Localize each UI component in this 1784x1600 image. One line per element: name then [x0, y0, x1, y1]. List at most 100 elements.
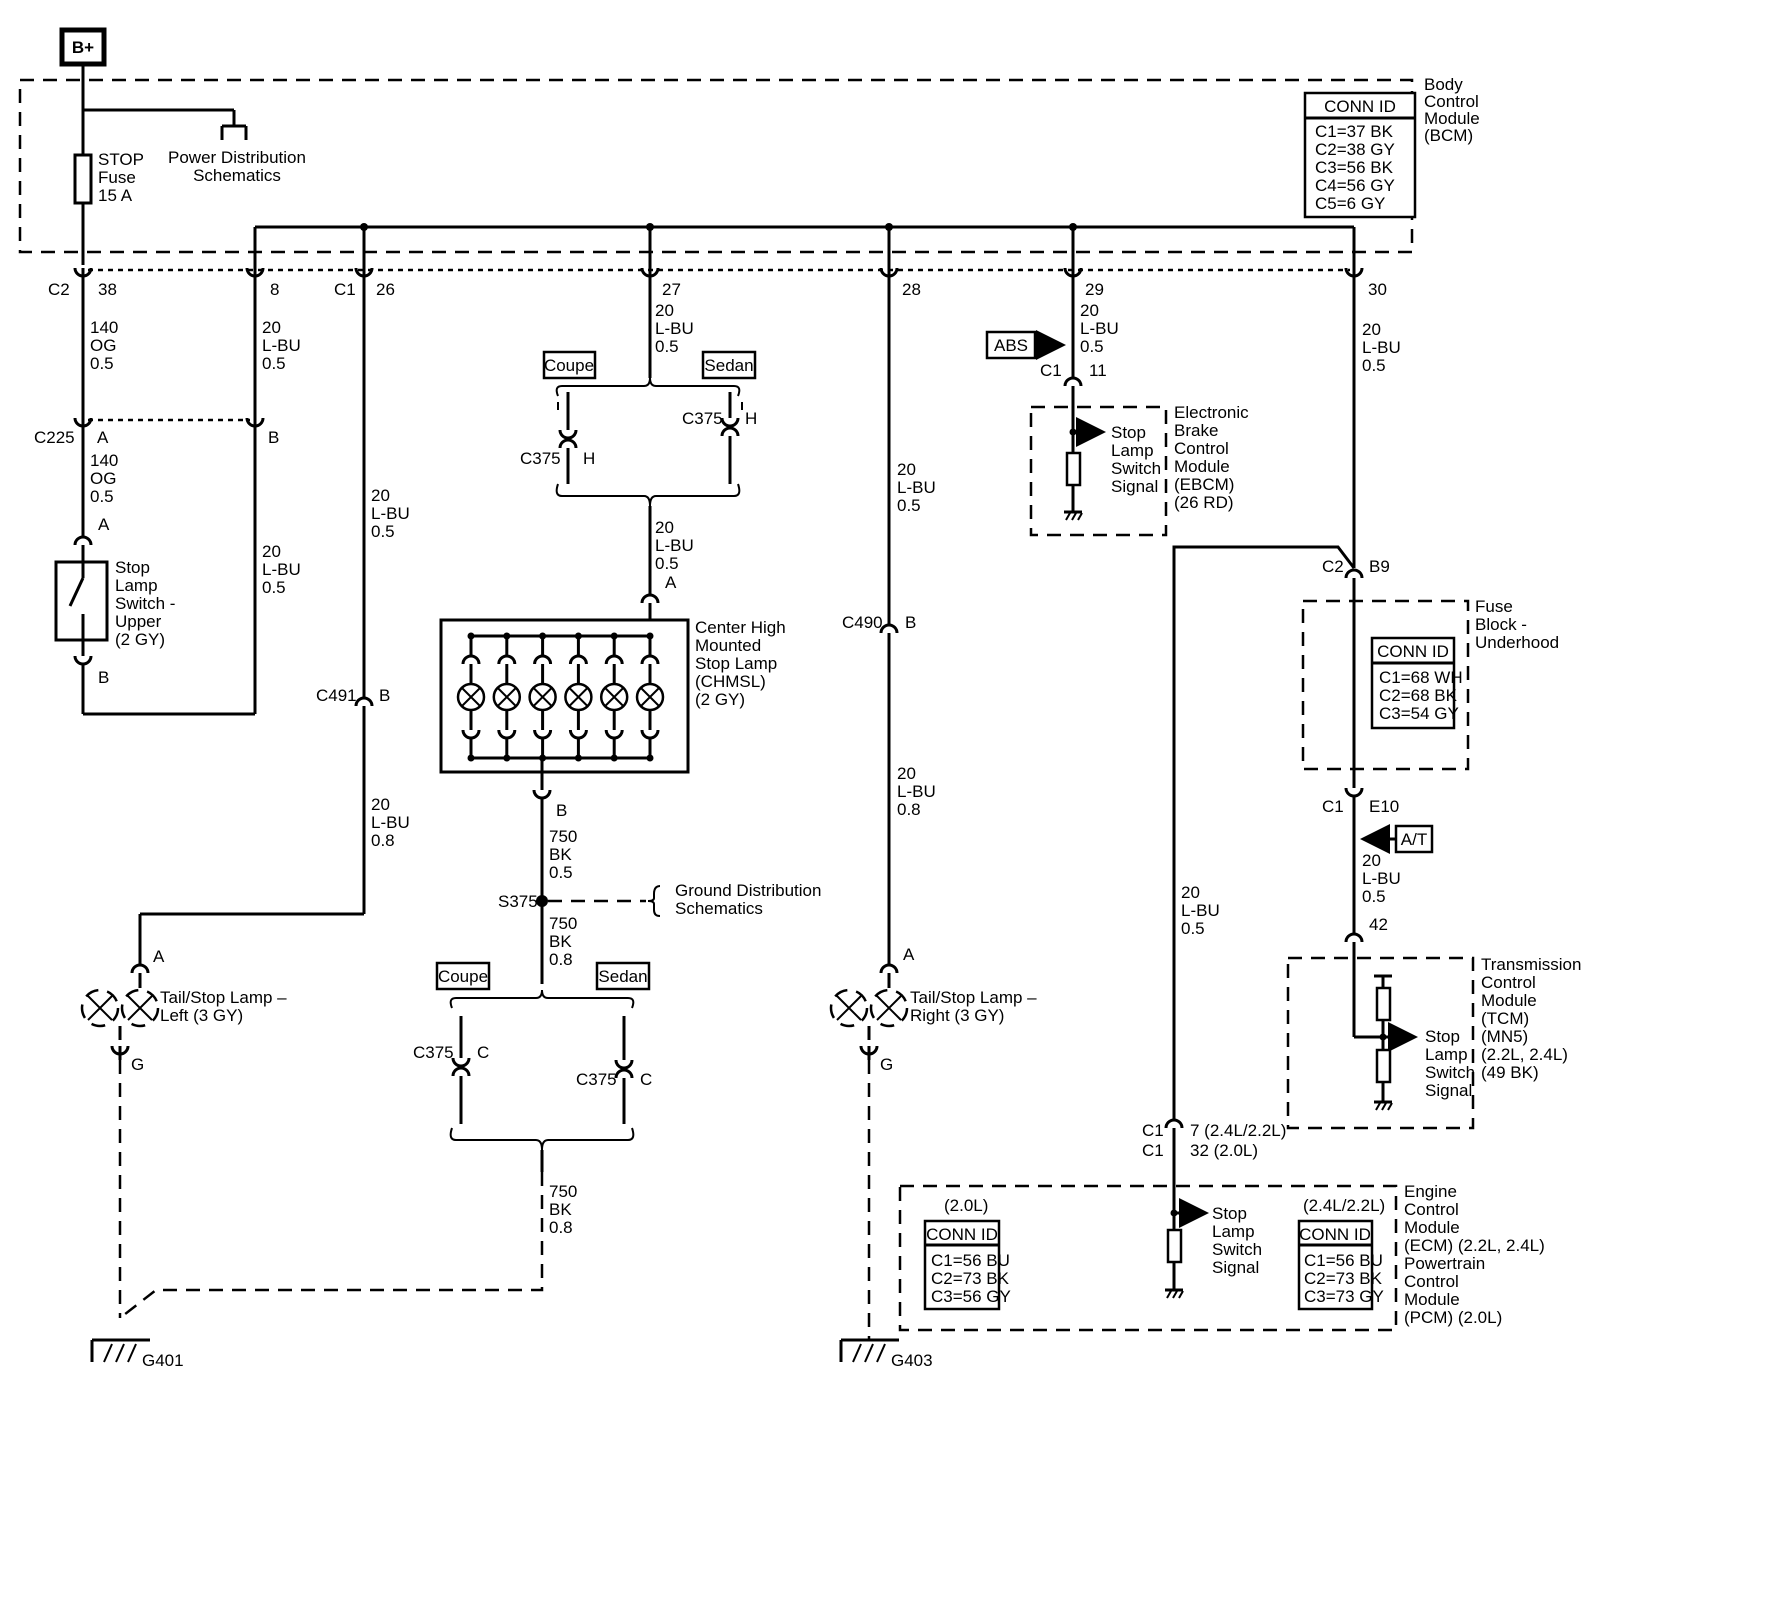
at-option-tag: A/T: [1360, 824, 1434, 854]
svg-text:750: 750: [549, 1182, 577, 1201]
fuse-block-conn-id-table: CONN ID C1=68 WH C2=68 BK C3=54 GY: [1370, 636, 1463, 730]
stop-lamp-switch-label: Stop Lamp Switch - Upper (2 GY): [115, 558, 175, 649]
svg-text:Upper: Upper: [115, 612, 162, 631]
c375-pin-h-sedan: H: [745, 409, 757, 428]
svg-text:CONN ID: CONN ID: [1299, 1225, 1371, 1244]
svg-text:(CHMSL): (CHMSL): [695, 672, 766, 691]
svg-text:C3=56 BK: C3=56 BK: [1315, 158, 1394, 177]
body-style-coupe-top: Coupe: [542, 350, 597, 380]
wire-20-lbu-pin26: 20 L-BU 0.5: [371, 486, 410, 541]
svg-text:0.5: 0.5: [1362, 356, 1386, 375]
wire-20-lbu-chmsl: 20 L-BU 0.5: [655, 518, 694, 573]
svg-text:0.8: 0.8: [549, 950, 573, 969]
svg-text:Control: Control: [1174, 439, 1229, 458]
svg-text:0.8: 0.8: [549, 1218, 573, 1237]
svg-text:(2 GY): (2 GY): [115, 630, 165, 649]
svg-text:Control: Control: [1481, 973, 1536, 992]
svg-text:L-BU: L-BU: [262, 336, 301, 355]
tail-right-pin-a: A: [903, 945, 915, 964]
svg-text:20: 20: [1362, 851, 1381, 870]
body-style-sedan-top: Sedan: [701, 350, 757, 380]
svg-text:Lamp: Lamp: [1425, 1045, 1468, 1064]
svg-text:0.5: 0.5: [262, 354, 286, 373]
svg-text:20: 20: [371, 795, 390, 814]
fuse-block-underhood-boundary: [1301, 599, 1470, 771]
svg-text:(TCM): (TCM): [1481, 1009, 1529, 1028]
svg-text:C2=38 GY: C2=38 GY: [1315, 140, 1395, 159]
svg-text:0.5: 0.5: [549, 863, 573, 882]
wire-140-og-lower: 140 OG 0.5: [90, 451, 118, 506]
pin-38: 38: [98, 280, 117, 299]
svg-text:Lamp: Lamp: [115, 576, 158, 595]
ebcm-signal-label: Stop Lamp Switch Signal: [1111, 423, 1161, 496]
wire-20-lbu-c490: 20 L-BU 0.8: [897, 764, 936, 819]
ground-g403-symbol: [839, 1338, 899, 1363]
splice-s375-label: S375: [498, 892, 538, 911]
svg-text:0.5: 0.5: [1362, 887, 1386, 906]
svg-text:Tail/Stop Lamp –: Tail/Stop Lamp –: [160, 988, 287, 1007]
pin-26: 26: [376, 280, 395, 299]
stop-lamp-switch-upper: [54, 560, 109, 642]
tail-left-pin-g: G: [131, 1055, 144, 1074]
c375-connector-coupe-h: [558, 392, 578, 484]
svg-text:32 (2.0L): 32 (2.0L): [1190, 1141, 1258, 1160]
svg-text:Control: Control: [1424, 92, 1479, 111]
ecm-conn-id-table-2-0l: CONN ID C1=56 BU C2=73 BK C3=56 GY: [923, 1219, 1011, 1311]
chmsl-bulb: [492, 632, 522, 762]
svg-text:750: 750: [549, 827, 577, 846]
svg-text:7 (2.4L/2.2L): 7 (2.4L/2.2L): [1190, 1121, 1286, 1140]
svg-text:(EBCM): (EBCM): [1174, 475, 1234, 494]
svg-text:Stop: Stop: [115, 558, 150, 577]
c375-label-sedan-c: C375: [576, 1070, 617, 1089]
wire-20-lbu-e10: 20 L-BU 0.5: [1362, 851, 1401, 906]
svg-text:0.5: 0.5: [897, 496, 921, 515]
tail-stop-lamp-right: [829, 963, 909, 1060]
svg-text:Switch: Switch: [1111, 459, 1161, 478]
svg-text:Transmission: Transmission: [1481, 955, 1581, 974]
svg-text:Sedan: Sedan: [704, 356, 753, 375]
svg-text:C2=68 BK: C2=68 BK: [1379, 686, 1458, 705]
tail-right-pin-g: G: [880, 1055, 893, 1074]
pin-28: 28: [902, 280, 921, 299]
svg-text:C3=56 GY: C3=56 GY: [931, 1287, 1011, 1306]
svg-text:Stop: Stop: [1111, 423, 1146, 442]
svg-text:C1=68 WH: C1=68 WH: [1379, 668, 1463, 687]
c375-label-sedan-h: C375: [682, 409, 723, 428]
svg-text:C3=73 GY: C3=73 GY: [1304, 1287, 1384, 1306]
ground-g401-symbol: [90, 1338, 150, 1363]
c225-pin-b: B: [268, 428, 279, 447]
ebcm-module-boundary: [1029, 405, 1168, 537]
svg-text:0.5: 0.5: [262, 578, 286, 597]
svg-text:(BCM): (BCM): [1424, 126, 1473, 145]
svg-text:20: 20: [897, 460, 916, 479]
svg-text:0.5: 0.5: [655, 554, 679, 573]
c375-label-coupe-c: C375: [413, 1043, 454, 1062]
svg-text:0.5: 0.5: [90, 487, 114, 506]
c490-connector: [879, 623, 899, 649]
c375-connector-sedan-h: [720, 392, 740, 484]
svg-text:A/T: A/T: [1401, 830, 1427, 849]
splice-s375: [536, 895, 548, 907]
svg-text:Stop: Stop: [1212, 1204, 1247, 1223]
bcm-conn-id-table: CONN ID C1=37 BK C2=38 GY C3=56 BK C4=56…: [1303, 91, 1417, 219]
svg-text:Electronic: Electronic: [1174, 403, 1249, 422]
svg-text:Engine: Engine: [1404, 1182, 1457, 1201]
ecm-conn-id-table-2-4l: CONN ID C1=56 BU C2=73 BK C3=73 GY: [1297, 1219, 1384, 1311]
svg-text:C4=56 GY: C4=56 GY: [1315, 176, 1395, 195]
ebcm-label: Electronic Brake Control Module (EBCM) (…: [1174, 403, 1249, 512]
chmsl-pin-b: B: [556, 801, 567, 820]
svg-text:Stop: Stop: [1425, 1027, 1460, 1046]
svg-text:(26 RD): (26 RD): [1174, 493, 1234, 512]
body-style-coupe-bottom: Coupe: [435, 961, 491, 991]
svg-text:(MN5): (MN5): [1481, 1027, 1528, 1046]
wire-20-lbu-pin27: 20 L-BU 0.5: [655, 301, 694, 356]
battery-positive-terminal: B+: [59, 27, 107, 67]
wire-20-lbu-c491: 20 L-BU 0.8: [371, 795, 410, 850]
svg-text:0.5: 0.5: [655, 337, 679, 356]
svg-text:Tail/Stop Lamp –: Tail/Stop Lamp –: [910, 988, 1037, 1007]
svg-text:Fuse: Fuse: [1475, 597, 1513, 616]
bcm-label: Body Control Module (BCM): [1424, 75, 1480, 145]
c375-pin-h-coupe: H: [583, 449, 595, 468]
svg-text:L-BU: L-BU: [1080, 319, 1119, 338]
stop-fuse-15a: [73, 153, 93, 205]
